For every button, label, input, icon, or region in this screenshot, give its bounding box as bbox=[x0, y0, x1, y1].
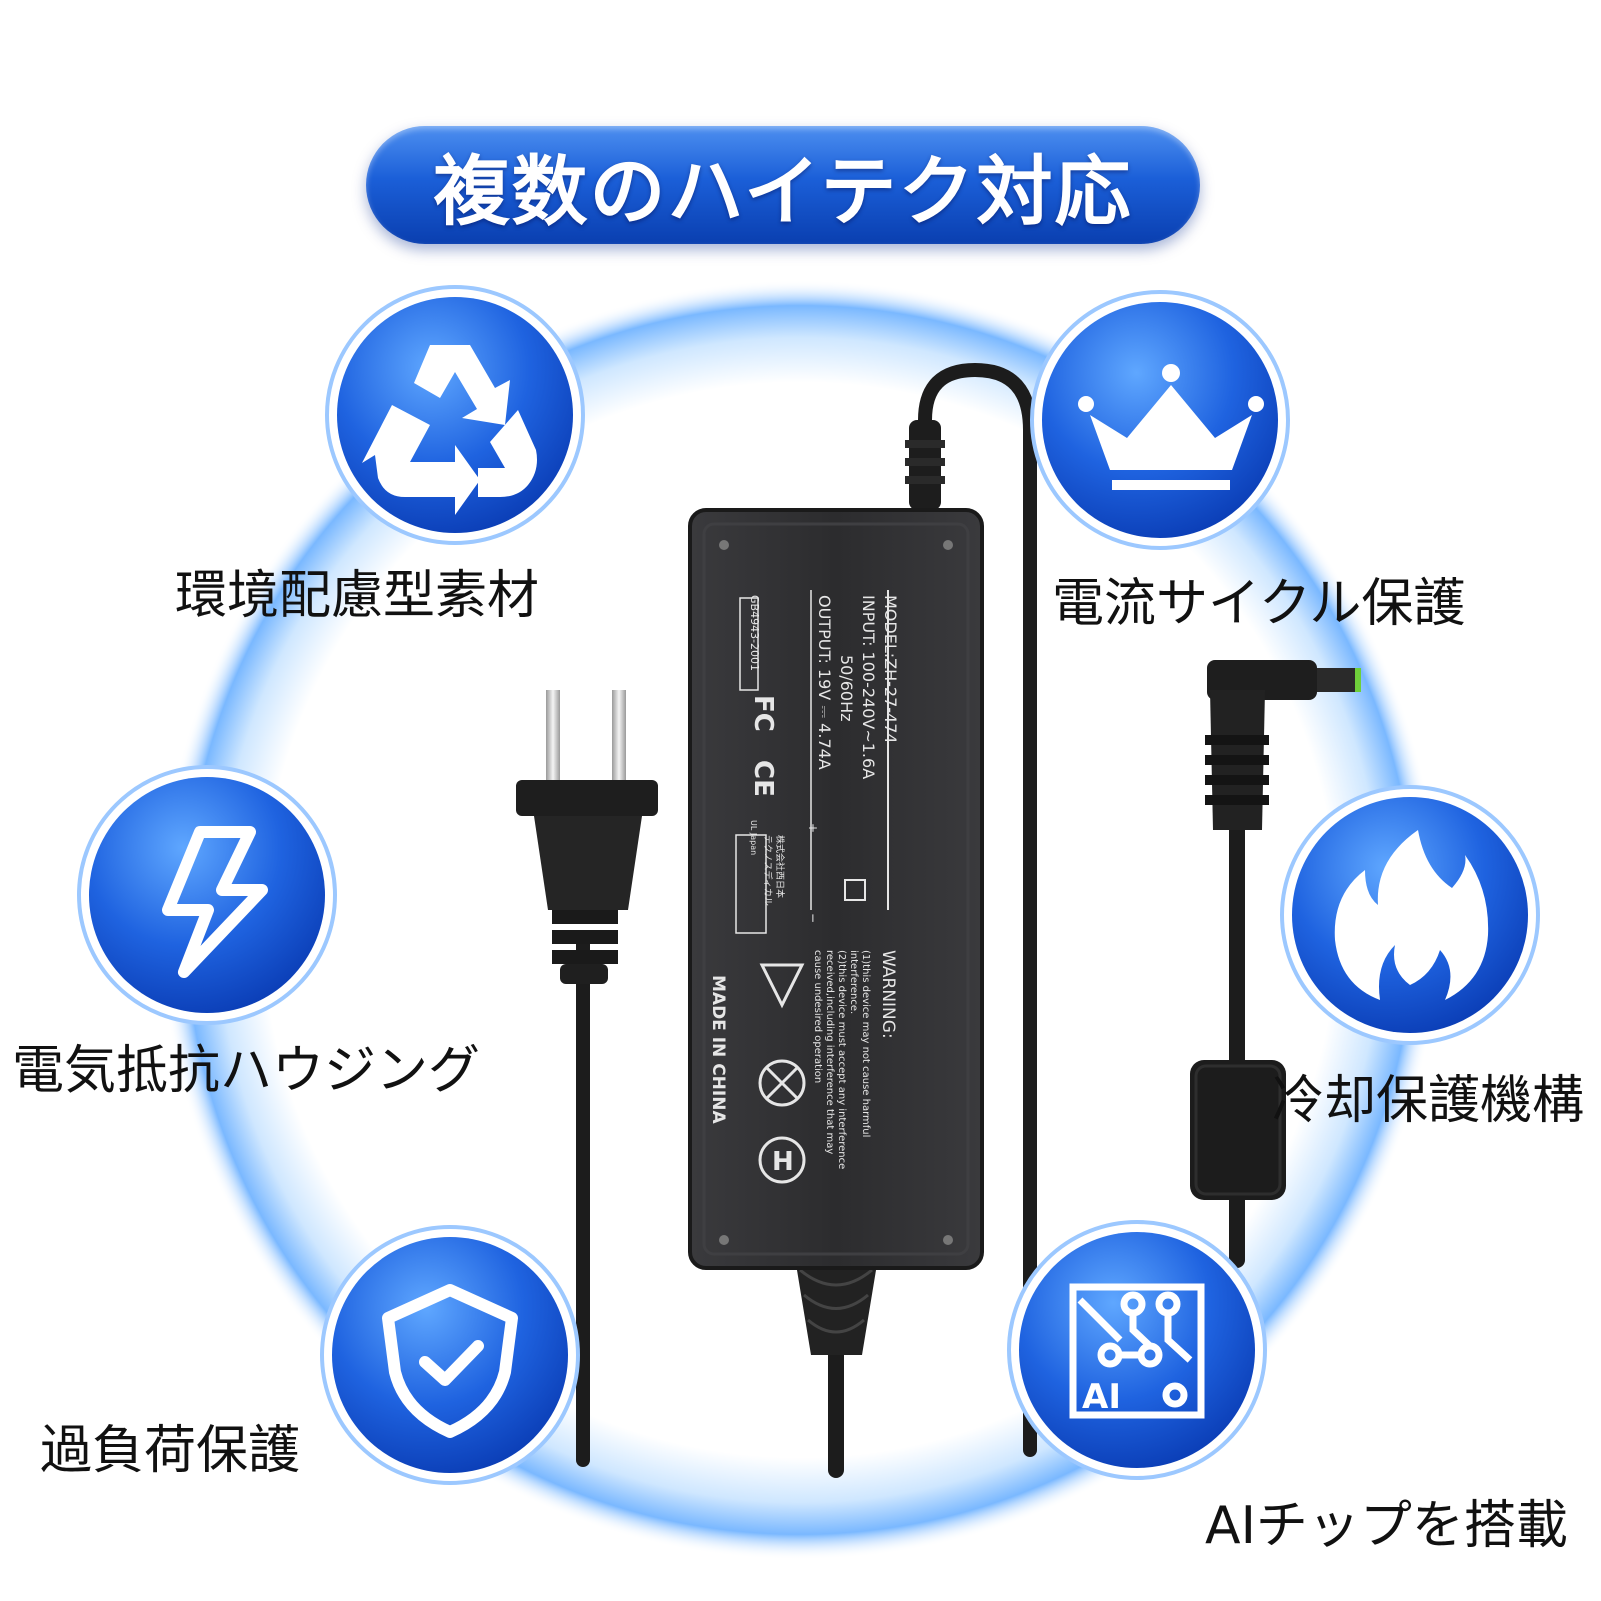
wall-plug bbox=[516, 690, 658, 984]
shield-check-icon bbox=[382, 1284, 518, 1438]
badge-ai: AI bbox=[1007, 1220, 1267, 1480]
power-adapter bbox=[576, 362, 1245, 1478]
polarity-minus: − bbox=[806, 913, 820, 923]
pse-ul: UL Japan bbox=[749, 820, 758, 855]
badge-flame bbox=[1280, 785, 1540, 1045]
pse-line1: 株式会社西日本 bbox=[774, 835, 786, 898]
svg-text:H: H bbox=[772, 1147, 794, 1177]
warning-line-2: (2)this device must accept any interfere… bbox=[836, 950, 847, 1169]
adapter-label: MODEL:ZH-27-474 INPUT: 100-240V~1.6A 50/… bbox=[708, 590, 900, 1184]
hz-text: 50/60Hz bbox=[837, 655, 856, 722]
svg-text:AI: AI bbox=[1082, 1377, 1121, 1417]
made-in-text: MADE IN CHINA bbox=[708, 975, 728, 1124]
bottom-strain-relief bbox=[795, 1258, 878, 1355]
page-title: 複数のハイテク対応 bbox=[433, 147, 1133, 236]
fcc-text: FC bbox=[748, 695, 778, 732]
adapter-body bbox=[688, 508, 984, 1270]
ce-text: CE bbox=[748, 760, 778, 797]
badge-crown bbox=[1030, 290, 1290, 550]
gb-text: GB4943-2001 bbox=[748, 595, 761, 671]
input-text: INPUT: 100-240V~1.6A bbox=[859, 595, 878, 779]
title-banner: 複数のハイテク対応 bbox=[366, 126, 1200, 244]
lightning-icon bbox=[162, 826, 268, 978]
feature-label-overload: 過負荷保護 bbox=[40, 1421, 301, 1481]
badge-shield bbox=[320, 1225, 580, 1485]
pse-line2: テクノスディカル bbox=[762, 835, 774, 906]
feature-label-resistance-housing: 電気抵抗ハウジング bbox=[12, 1041, 481, 1101]
badge-recycle bbox=[325, 285, 585, 545]
crown-icon bbox=[1078, 364, 1264, 490]
output-text: OUTPUT: 19V ⎓ 4.74A bbox=[815, 595, 834, 770]
ai-chip-icon bbox=[1069, 1283, 1205, 1419]
dc-connector bbox=[1190, 660, 1361, 1200]
warning-line-1: (1)this device may not cause harmful bbox=[860, 950, 871, 1137]
flame-icon bbox=[1334, 830, 1489, 1000]
feature-label-current-cycle: 電流サイクル保護 bbox=[1052, 574, 1466, 634]
warning-line-2b: received,including interference that may bbox=[824, 950, 835, 1154]
warning-line-2c: cause undesired operation bbox=[812, 950, 823, 1083]
feature-label-eco-material: 環境配慮型素材 bbox=[175, 566, 540, 626]
badge-lightning bbox=[77, 765, 337, 1025]
warning-line-1b: interference. bbox=[848, 950, 859, 1014]
model-text: MODEL:ZH-27-474 bbox=[881, 595, 900, 744]
feature-label-cooling: 冷却保護機構 bbox=[1272, 1071, 1585, 1131]
recycle-icon bbox=[362, 345, 537, 515]
feature-label-ai-chip: AIチップを搭載 bbox=[1205, 1496, 1568, 1556]
polarity-plus: + bbox=[806, 823, 820, 833]
warning-title: WARNING: bbox=[878, 950, 898, 1039]
top-strain-relief bbox=[905, 420, 945, 510]
